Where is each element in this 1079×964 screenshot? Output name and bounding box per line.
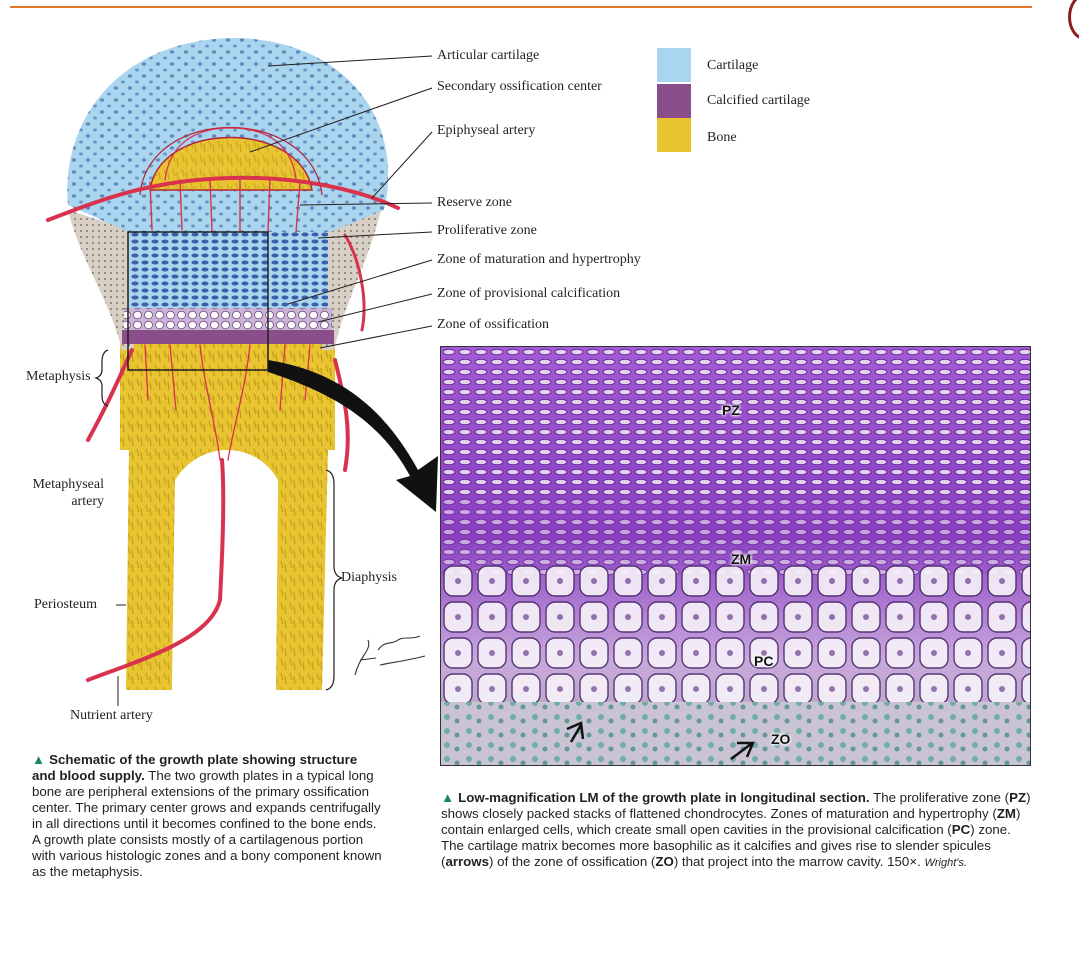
- triangle-icon: ▲: [441, 790, 455, 805]
- label-epiphyseal-artery: Epiphyseal artery: [437, 123, 536, 138]
- micrograph-label-pc: PC: [754, 653, 774, 669]
- label-metaphyseal-artery-1: Metaphyseal: [32, 477, 104, 492]
- arteries: [46, 127, 400, 682]
- caption-abbrev: arrows: [445, 854, 490, 869]
- micrograph-label-zm: ZM: [731, 551, 752, 567]
- legend-swatch-calcified-cartilage: [657, 84, 691, 118]
- caption-text: ) contain enlarged cells, which create s…: [441, 806, 1021, 837]
- caption-schematic-title: Schematic of the growth plate showing st…: [32, 752, 358, 783]
- label-secondary-ossification-center: Secondary ossification center: [437, 79, 602, 94]
- triangle-icon: ▲: [32, 752, 46, 767]
- caption-schematic: ▲Schematic of the growth plate showing s…: [32, 752, 384, 880]
- caption-abbrev: PZ: [1009, 790, 1027, 805]
- caption-text: ) shows closely packed stacks of flatten…: [441, 790, 1031, 821]
- label-proliferative-zone: Proliferative zone: [437, 223, 537, 238]
- metaphysis-bracket: [94, 349, 109, 407]
- caption-schematic-body: The two growth plates in a typical long …: [32, 768, 382, 879]
- calcified-cartilage-band: [122, 330, 334, 344]
- label-diaphysis: Diaphysis: [341, 570, 397, 585]
- caption-abbrev: PC: [951, 822, 971, 837]
- label-zone-maturation: Zone of maturation and hypertrophy: [437, 252, 641, 267]
- label-reserve-zone: Reserve zone: [437, 195, 513, 210]
- label-zone-ossification: Zone of ossification: [437, 317, 549, 332]
- caption-text: ) that project into the marrow cavity. 1…: [673, 854, 921, 869]
- caption-abbrev: ZO: [655, 854, 674, 869]
- legend-label-calcified-cartilage: Calcified cartilage: [707, 93, 810, 108]
- caption-text: ) of the zone of ossification (: [489, 854, 656, 869]
- label-metaphyseal-artery-2: artery: [71, 494, 104, 509]
- caption-stain: Wright's.: [924, 857, 967, 869]
- diaphysis-bracket: [325, 469, 343, 691]
- legend-label-cartilage: Cartilage: [707, 58, 759, 73]
- inset-box: [127, 231, 269, 371]
- lm-micrograph: PZ ZM PC ZO: [440, 346, 1031, 766]
- caption-micrograph-title: Low-magnification LM of the growth plate…: [458, 790, 870, 805]
- label-periosteum: Periosteum: [34, 597, 97, 612]
- caption-micrograph: ▲Low-magnification LM of the growth plat…: [441, 790, 1031, 871]
- caption-text: ) zone. The cartilage matrix becomes mor…: [441, 822, 1011, 869]
- caption-text: The proliferative zone (: [869, 790, 1010, 805]
- micrograph-label-pz: PZ: [722, 402, 740, 418]
- caption-abbrev: ZM: [996, 806, 1017, 821]
- micrograph-label-zo: ZO: [771, 731, 791, 747]
- legend-swatch-bone: [657, 118, 691, 152]
- inset-arrow: [268, 360, 438, 512]
- micrograph-image: [441, 347, 1030, 765]
- header-rule: [10, 6, 1032, 8]
- netter-signature: [354, 635, 426, 676]
- label-nutrient-artery: Nutrient artery: [70, 708, 153, 723]
- label-metaphysis: Metaphysis: [26, 369, 91, 384]
- label-zone-provisional: Zone of provisional calcification: [437, 286, 621, 301]
- legend-label-bone: Bone: [707, 130, 737, 145]
- legend-swatch-cartilage: [657, 48, 691, 82]
- label-articular-cartilage: Articular cartilage: [437, 48, 540, 63]
